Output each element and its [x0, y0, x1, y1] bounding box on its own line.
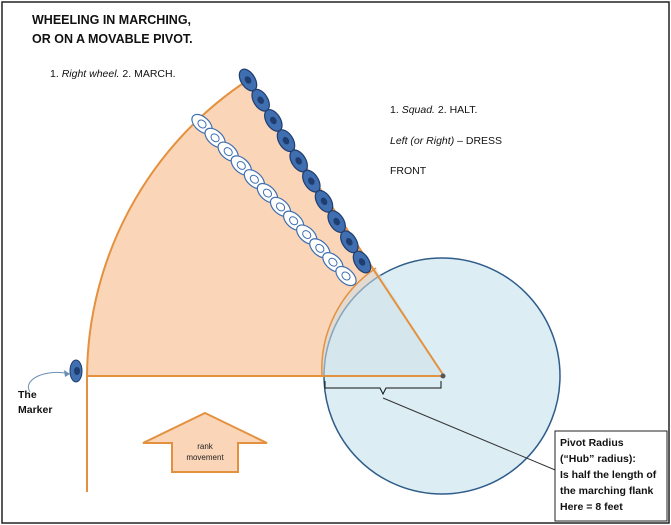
front-rank [238, 68, 372, 274]
front-rank-soldier [289, 149, 308, 173]
callout-pointer-line [382, 397, 561, 473]
sector-overlap [321, 268, 444, 376]
title-line-1: WHEELING IN MARCHING, [32, 13, 191, 27]
marker-pointer-arrow [27, 371, 71, 393]
pivot-radius-brace [324, 381, 442, 396]
front-rank-soldier [352, 250, 372, 274]
command-front: FRONT [390, 165, 427, 177]
command-halt: 1. Squad. 2. HALT. [390, 104, 477, 116]
rank-movement-line-2: movement [186, 453, 224, 462]
rear-rank-soldier [335, 265, 357, 287]
marker-label-line-1: The [18, 389, 37, 401]
hub-arc-inner [321, 267, 377, 377]
front-rank-soldier [238, 68, 258, 92]
command-wheel: 1. Right wheel. 2. MARCH. [50, 68, 176, 80]
marker-soldier [69, 359, 83, 383]
rear-rank [191, 113, 357, 287]
marker-label-line-2: Marker [18, 404, 52, 416]
pivot-note-line-3: Is half the length of [560, 469, 657, 481]
front-rank-soldier [264, 109, 283, 132]
pivot-note-line-4: the marching flank [560, 485, 654, 497]
front-rank-soldier [302, 169, 321, 193]
front-rank-soldier [340, 230, 359, 254]
pivot-note-line-2: (“Hub” radius): [560, 453, 636, 465]
pivot-note-line-1: Pivot Radius [560, 437, 624, 449]
pivot-note-box [554, 430, 668, 522]
marker-pointer-arrowhead [64, 370, 70, 377]
rank-movement-arrow [142, 411, 268, 473]
rank-movement-line-1: rank [197, 442, 214, 451]
front-rank-soldier [314, 189, 334, 213]
title-line-2: OR ON A MOVABLE PIVOT. [32, 32, 193, 46]
pivot-point [440, 373, 446, 379]
pivot-note-line-5: Here = 8 feet [560, 501, 623, 513]
command-dress: Left (or Right) – DRESS [390, 135, 502, 147]
front-rank-soldier [251, 88, 270, 112]
